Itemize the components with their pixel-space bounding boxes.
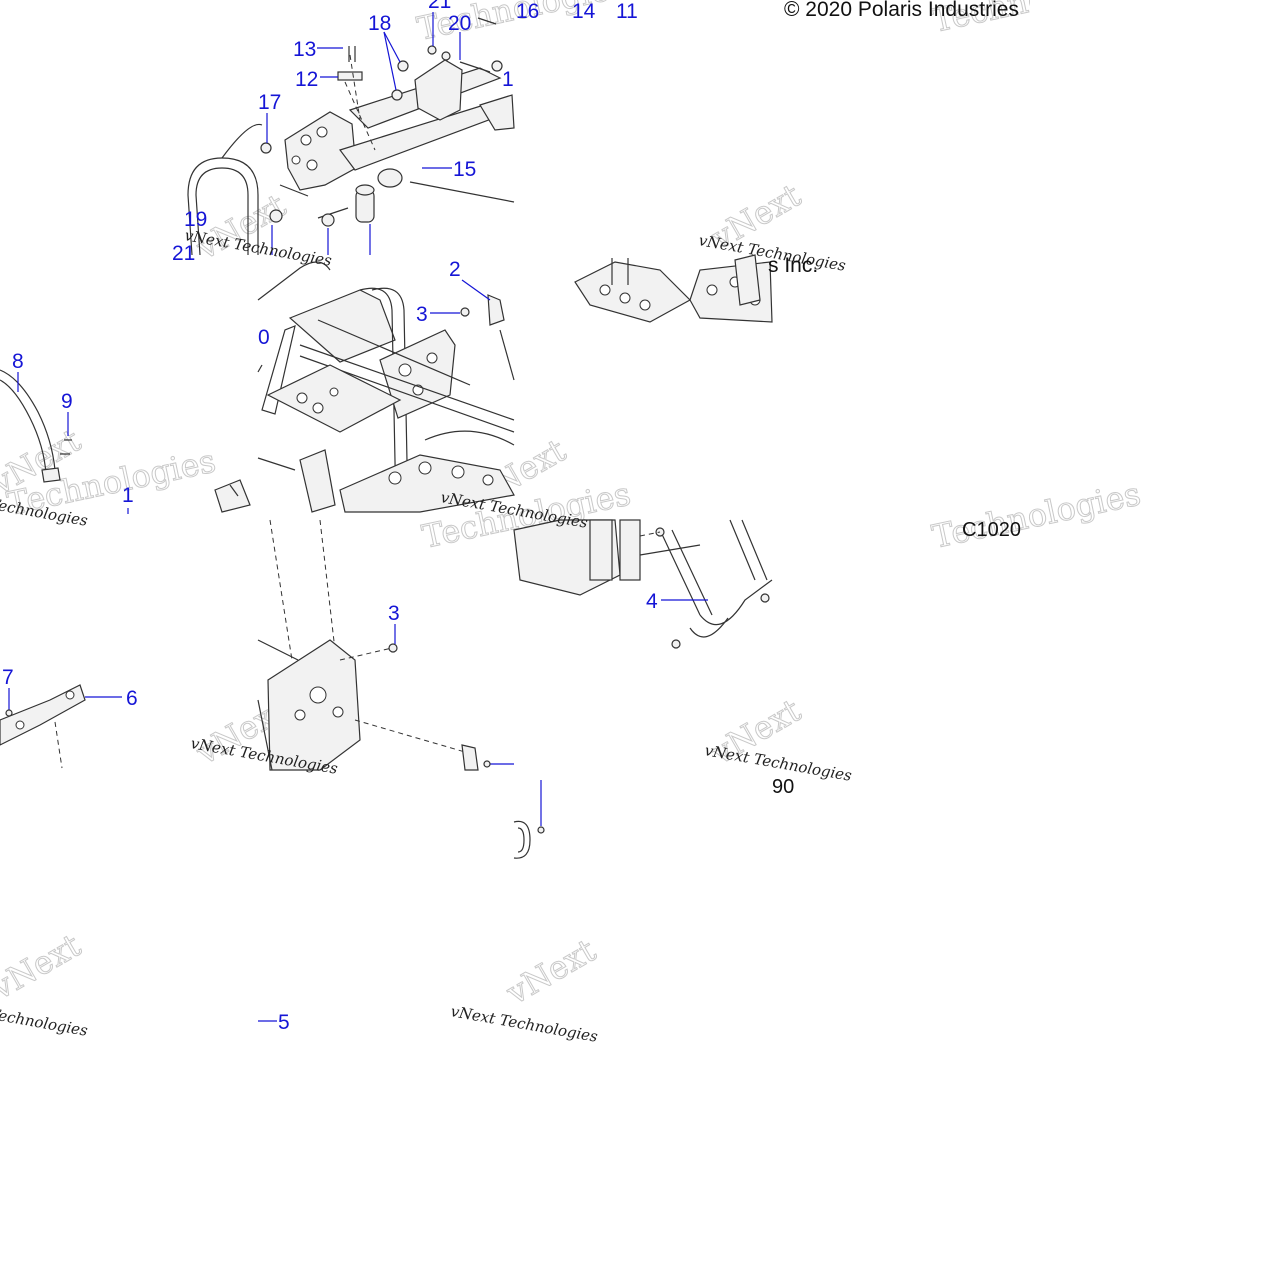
rear-bracket-assembly <box>187 12 515 256</box>
callout-5: 5 <box>278 1011 290 1034</box>
callout-11: 11 <box>616 0 638 23</box>
callout-21-left: 21 <box>172 242 195 265</box>
copyright-fragment: s Inc. <box>768 254 818 277</box>
callout-16: 16 <box>516 0 539 23</box>
callout-15: 15 <box>453 158 476 181</box>
callout-21-top: 21 <box>428 0 451 13</box>
front-bumper <box>513 519 773 649</box>
copyright-clip <box>1030 0 1285 30</box>
callout-8: 8 <box>12 350 24 373</box>
diagram-code: C1020 <box>962 519 1021 541</box>
front-bracket-assembly <box>0 519 514 771</box>
watermark-big-13: vNext <box>499 931 602 1012</box>
callout-12: 12 <box>295 68 318 91</box>
watermark-big-9: Technologies <box>929 475 1144 556</box>
watermark-big-12: vNext <box>0 926 87 1007</box>
callout-9: 9 <box>61 390 73 413</box>
callout-labels: 21 20 16 14 11 18 13 12 1 17 15 19 21 2 … <box>2 0 658 1034</box>
callout-18: 18 <box>368 12 391 35</box>
copyright-text: © 2020 Polaris Industries <box>784 0 1019 21</box>
callout-3-mid: 3 <box>388 602 400 625</box>
callout-1-left: 1 <box>122 484 134 507</box>
tile-masks <box>514 0 772 255</box>
lower-bracket <box>258 780 545 1022</box>
document-labels: © 2020 Polaris Industries s Inc. C1020 9… <box>768 0 1021 798</box>
callout-17: 17 <box>258 91 281 114</box>
callout-4: 4 <box>646 590 658 613</box>
callout-13: 13 <box>293 38 316 61</box>
skid-plate <box>574 254 773 323</box>
callout-19: 19 <box>184 208 207 231</box>
callout-7: 7 <box>2 666 14 689</box>
diagram-code-fragment: 90 <box>772 776 794 798</box>
main-frame <box>257 261 515 513</box>
callout-20: 20 <box>448 12 471 35</box>
callout-1-top: 1 <box>502 68 514 91</box>
side-rail <box>0 369 251 514</box>
callout-2: 2 <box>449 258 461 281</box>
callout-3-top: 3 <box>416 303 428 326</box>
callout-14: 14 <box>572 0 596 23</box>
callout-0: 0 <box>258 326 270 349</box>
callout-6: 6 <box>126 687 138 710</box>
watermark-line-7: vNext Technologies <box>0 996 89 1040</box>
